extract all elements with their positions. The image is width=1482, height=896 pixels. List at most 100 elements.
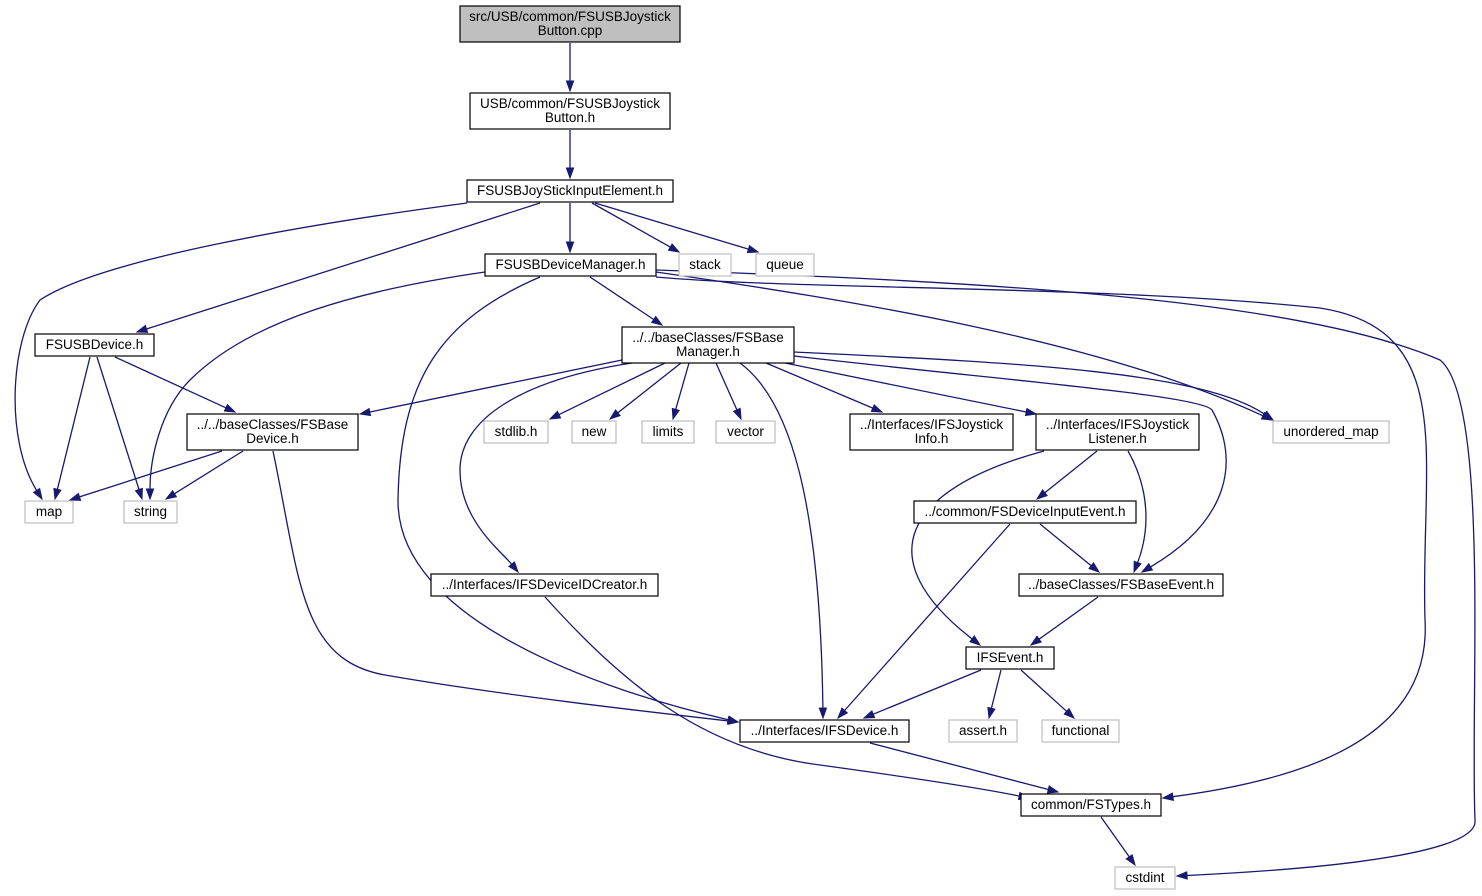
edge-input_element_h-to-map: [14, 202, 468, 501]
edge-line: [272, 450, 729, 722]
arrowhead-icon: [987, 706, 996, 720]
arrowhead-icon: [862, 710, 876, 719]
arrowhead-icon: [548, 410, 562, 420]
edge-base_manager_h-to-joystick_listener_h: [784, 362, 1038, 417]
arrowhead-icon: [223, 403, 237, 413]
node-box-base-manager-h[interactable]: [621, 326, 795, 364]
edge-base_manager_h-to-limits: [671, 362, 690, 421]
node-box-base-event-h[interactable]: [1018, 573, 1224, 597]
edge-device_manager_h-to-cstdint: [655, 269, 1476, 880]
edge-base_event_h-to-ifs_event_h: [1029, 596, 1099, 646]
arrowhead-icon: [53, 487, 62, 501]
node-box-base-device-h[interactable]: [186, 413, 359, 451]
edge-line: [715, 362, 738, 411]
edge-line: [14, 202, 468, 491]
edge-base_manager_h-to-ifs_device_h: [739, 362, 828, 720]
arrowhead-icon: [164, 489, 178, 500]
node-box-stdlib: [483, 420, 549, 444]
node-box-functional: [1041, 719, 1120, 743]
edge-line: [793, 351, 1266, 415]
edge-line: [869, 742, 1049, 791]
node-box-device-manager-h[interactable]: [484, 253, 657, 277]
arrowhead-icon: [818, 707, 828, 720]
arrowhead-icon: [1029, 635, 1043, 646]
arrowhead-icon: [1046, 785, 1060, 794]
edge-line: [397, 276, 729, 721]
node-box-assert: [948, 719, 1018, 743]
arrowhead-icon: [565, 167, 575, 180]
arrowhead-icon: [135, 324, 149, 333]
edge-base_manager_h-to-base_event_h: [793, 355, 1227, 573]
arrowhead-icon: [870, 403, 884, 413]
edge-line: [990, 669, 1002, 709]
edge-line: [911, 450, 1045, 640]
edge-usb_device_h-to-string: [96, 356, 143, 501]
arrowhead-icon: [1035, 489, 1048, 500]
edge-line: [655, 276, 1428, 798]
edge-ifs_event_h-to-ifs_device_h: [862, 669, 982, 719]
node-box-device-input-event-h[interactable]: [913, 500, 1137, 524]
edge-line: [594, 202, 749, 250]
node-box-queue: [755, 253, 815, 277]
edge-joystick_listener_h-to-ifs_event_h: [911, 450, 1045, 646]
edge-line: [844, 523, 1011, 711]
arrowhead-icon: [1024, 407, 1038, 417]
edge-base_manager_h-to-stdlib: [548, 362, 666, 420]
node-box-input-element-h[interactable]: [466, 179, 674, 203]
edge-joystick_listener_h-to-device_input_event_h: [1035, 450, 1098, 500]
arrowhead-icon: [727, 716, 740, 726]
edge-line: [1038, 596, 1099, 640]
node-box-ifs-event-h[interactable]: [965, 646, 1055, 670]
arrowhead-icon: [650, 315, 664, 326]
edge-line: [675, 362, 690, 410]
edges-layer: [14, 43, 1476, 880]
node-box-device-id-creator-h[interactable]: [430, 573, 659, 597]
edge-base_manager_h-to-vector: [715, 362, 742, 421]
arrowhead-icon: [667, 243, 681, 253]
edge-line: [784, 362, 1027, 413]
edge-line: [544, 596, 1020, 797]
node-box-usb-device-h[interactable]: [34, 333, 155, 357]
edge-line: [1127, 450, 1147, 563]
edge-base_manager_h-to-new: [608, 362, 682, 420]
node-box-root[interactable]: [459, 5, 681, 43]
edge-device_input_event_h-to-ifs_device_h: [837, 523, 1011, 720]
node-box-unordered-map: [1272, 420, 1390, 444]
node-box-usb-button-h[interactable]: [469, 92, 671, 130]
edge-ifs_event_h-to-functional: [1020, 669, 1076, 719]
edge-root-to-usb_button_h: [565, 43, 575, 93]
edge-line: [558, 362, 666, 416]
node-box-joystick-info-h[interactable]: [849, 413, 1014, 451]
edge-line: [617, 362, 682, 414]
node-box-joystick-listener-h[interactable]: [1035, 413, 1200, 451]
edge-base_manager_h-to-device_id_creator_h: [459, 362, 633, 574]
edge-line: [79, 450, 223, 498]
edge-base_device_h-to-map: [68, 450, 223, 501]
arrowhead-icon: [145, 488, 155, 501]
edge-usb_button_h-to-input_element_h: [565, 130, 575, 180]
edge-line: [56, 356, 91, 490]
arrowhead-icon: [1175, 871, 1188, 880]
edge-input_element_h-to-stack: [591, 202, 681, 253]
edge-device_manager_h-to-string: [145, 271, 486, 501]
arrowhead-icon: [68, 492, 82, 501]
edge-base_device_h-to-ifs_device_h: [272, 450, 740, 726]
edge-base_manager_h-to-base_device_h: [358, 359, 623, 417]
node-box-map: [24, 500, 74, 524]
node-box-limits: [641, 420, 695, 444]
edge-line: [793, 355, 1227, 568]
arrowhead-icon: [508, 561, 519, 574]
arrowhead-icon: [1133, 560, 1142, 574]
edge-device_manager_h-to-base_manager_h: [589, 276, 664, 326]
arrowhead-icon: [565, 80, 575, 93]
node-box-vector: [715, 420, 776, 444]
edge-base_manager_h-to-joystick_info_h: [765, 362, 884, 413]
edge-ifs_event_h-to-assert: [987, 669, 1002, 720]
edge-line: [739, 362, 824, 709]
edge-usb_device_h-to-base_device_h: [114, 356, 237, 413]
edge-line: [146, 202, 541, 330]
edge-line: [459, 362, 633, 565]
node-box-fstypes-h[interactable]: [1020, 793, 1162, 817]
node-box-ifs-device-h[interactable]: [739, 719, 910, 743]
edge-line: [369, 359, 623, 413]
